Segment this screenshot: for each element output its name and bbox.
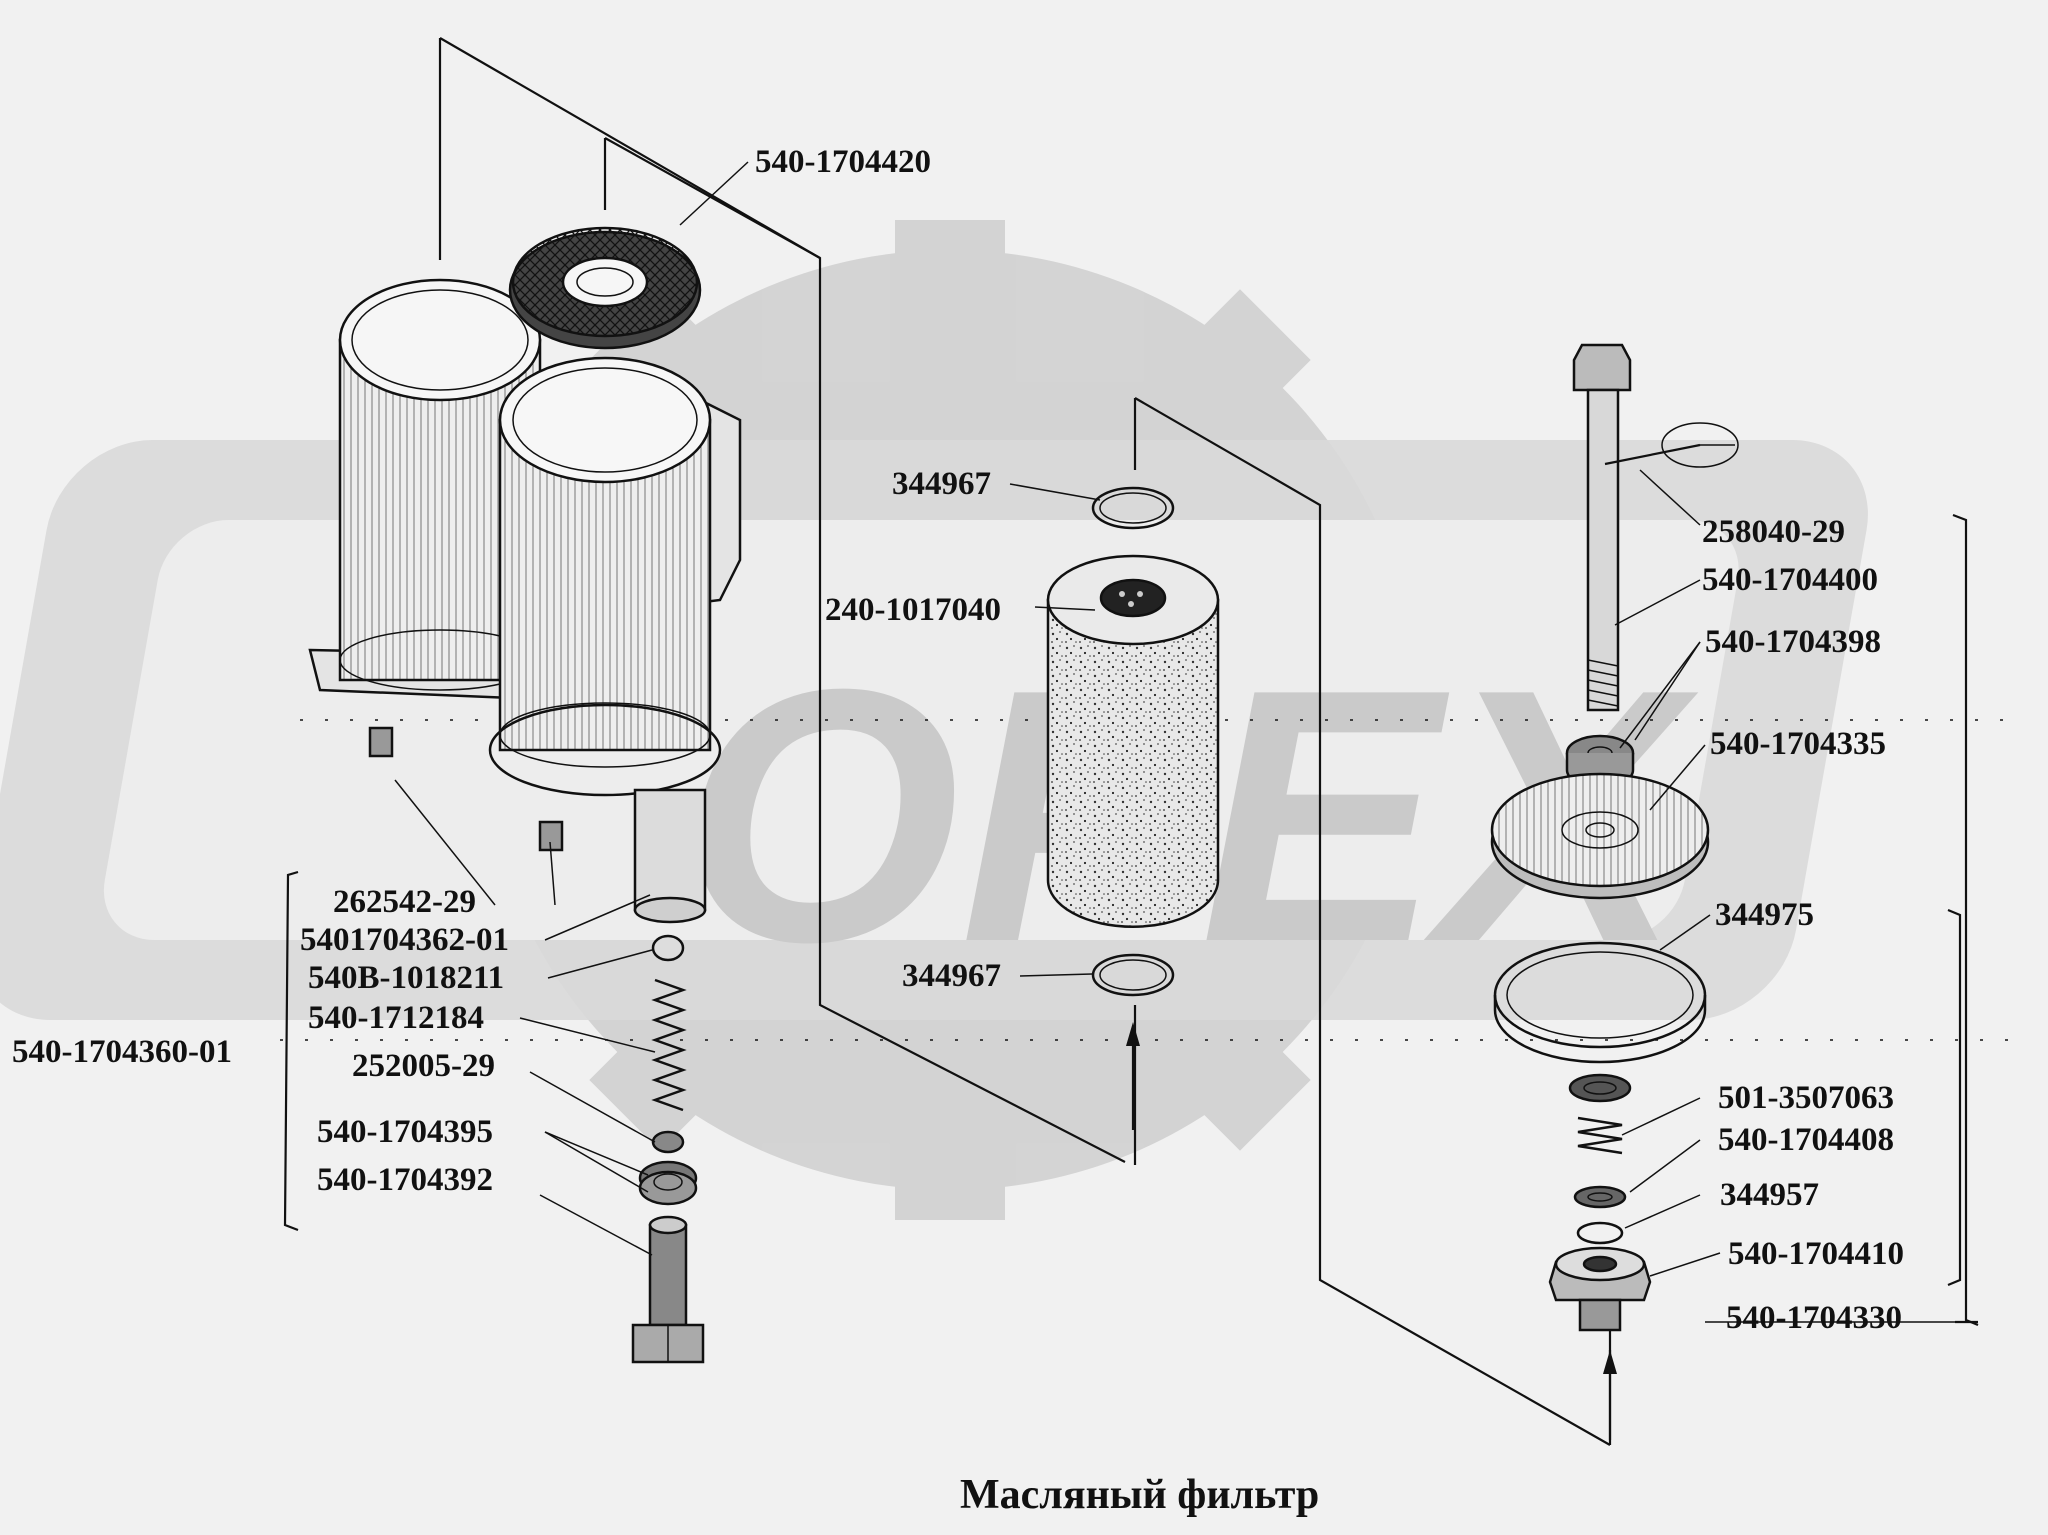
label-258040-29: 258040-29 [1702, 514, 1845, 550]
label-540-1704395: 540-1704395 [317, 1114, 493, 1150]
part-gasket-344975 [1493, 941, 1707, 1064]
part-washer-344957-a [1573, 1185, 1627, 1209]
part-bolt-540-1704400 [1572, 343, 1632, 712]
assembly-arrow-middle [1126, 1022, 1140, 1130]
part-labels: 540-1704420 344967 240-1017040 344967 25… [12, 144, 1904, 1336]
filter-housing [308, 278, 742, 924]
label-540-1704330: 540-1704330 [1726, 1300, 1902, 1336]
part-pin-258040-29 [1604, 422, 1739, 468]
bolt-540-1704392 [631, 1215, 705, 1364]
label-540-1704410: 540-1704410 [1728, 1236, 1904, 1272]
label-540-1704335: 540-1704335 [1710, 726, 1886, 762]
label-540-1704420: 540-1704420 [755, 144, 931, 180]
label-240-1017040: 240-1017040 [825, 592, 1001, 628]
label-252005-29: 252005-29 [352, 1048, 495, 1084]
label-501-3507063: 501-3507063 [1718, 1080, 1894, 1116]
washers-540-1704395 [638, 1160, 698, 1206]
part-ring-501-3507063 [1568, 1073, 1632, 1103]
label-540-1704398: 540-1704398 [1705, 624, 1881, 660]
part-oring-344957-b [1576, 1221, 1624, 1245]
label-262542-29: 262542-29 [333, 884, 476, 920]
label-540-1704408: 540-1704408 [1718, 1122, 1894, 1158]
bracket-right-outer [1952, 513, 1979, 1327]
label-344967-bottom: 344967 [902, 958, 1001, 994]
left-valve-stack [631, 934, 705, 1364]
label-344957: 344957 [1720, 1177, 1819, 1213]
part-cover-540-1704420 [508, 226, 702, 350]
washer-252005-29 [651, 1130, 685, 1154]
explosion-frame-lines [280, 37, 2010, 1446]
label-540-1704360-01: 540-1704360-01 [12, 1034, 232, 1070]
part-filter-element-240-1017040 [1046, 554, 1220, 928]
label-540-1712184: 540-1712184 [308, 1000, 484, 1036]
bracket-left-540-1704360-01 [283, 870, 299, 1232]
label-540-1704392: 540-1704392 [317, 1162, 493, 1198]
assembly-arrow-right [1603, 1350, 1617, 1440]
bracket-right-inner [1947, 908, 1962, 1287]
part-oring-344967-top [1091, 486, 1175, 530]
ball-540B-1018211 [651, 934, 685, 962]
label-344967-top: 344967 [892, 466, 991, 502]
part-disc-540-1704335 [1490, 772, 1710, 900]
label-5401704362-01: 5401704362-01 [300, 922, 509, 958]
label-540-1704400: 540-1704400 [1702, 562, 1878, 598]
part-oring-344967-bottom [1091, 953, 1175, 997]
part-spring-540-1704408 [1577, 1116, 1623, 1155]
leader-lines [394, 161, 1955, 1323]
housing-plug-left [368, 726, 394, 758]
diagram-title: Масляный фильтр [960, 1472, 1319, 1518]
label-344975: 344975 [1715, 897, 1814, 933]
part-plug-540-1704410 [1548, 1246, 1652, 1332]
spring-540-1712184 [651, 978, 687, 1112]
label-540B-1018211: 540B-1018211 [308, 960, 504, 996]
